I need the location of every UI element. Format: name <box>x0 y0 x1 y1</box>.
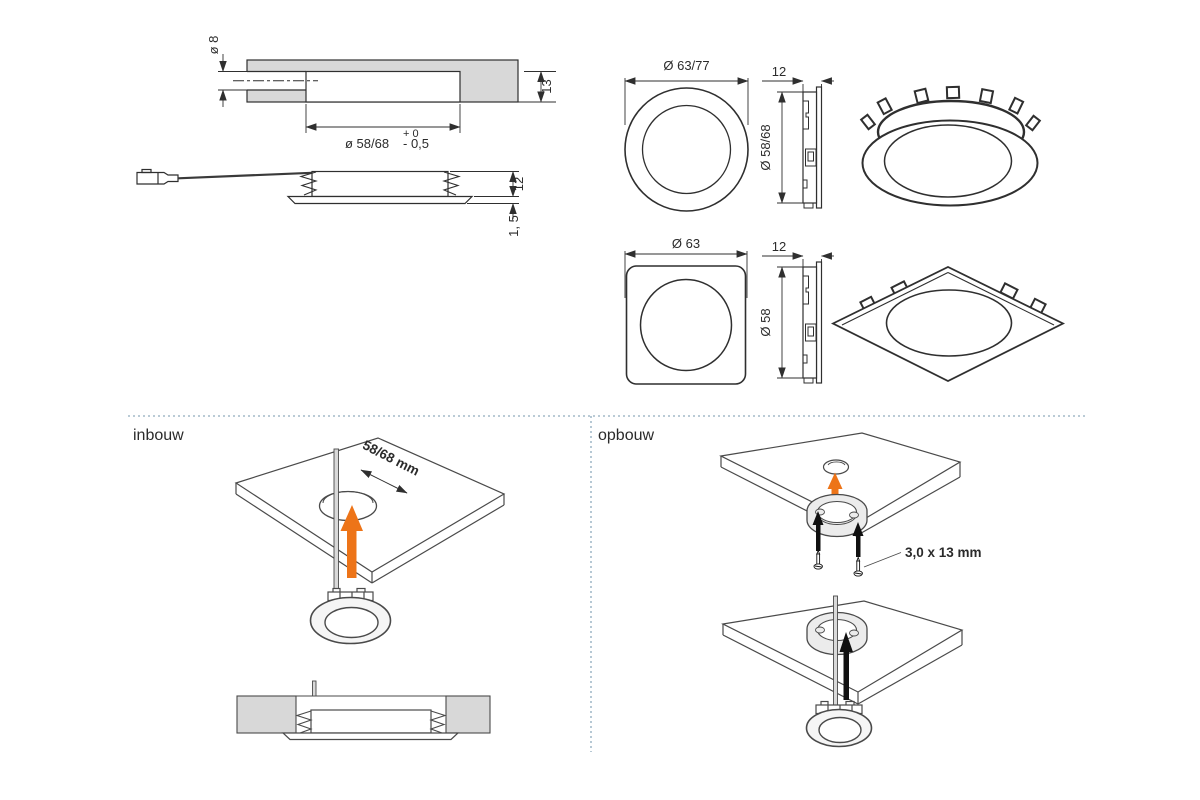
plug-latch <box>141 168 152 174</box>
spring-clip-right <box>442 171 461 196</box>
round-side-foot <box>803 202 814 209</box>
round-lens-inner <box>641 104 732 195</box>
dim-cutout <box>360 469 408 494</box>
dim-label-thickness: 13 <box>539 79 554 93</box>
dim-thickness <box>518 70 556 103</box>
dim-label-square-front: Ø 63 <box>672 236 700 251</box>
round-3d-mount-tabs <box>859 85 1042 132</box>
installed-clip-left <box>295 710 313 734</box>
dim-label-screws: 3,0 x 13 mm <box>905 545 982 560</box>
light-body-profile <box>311 170 449 198</box>
dim-label-round-depth: 12 <box>772 64 786 79</box>
installed-clip-right <box>429 710 447 734</box>
round-trim-outer <box>624 87 749 212</box>
opbouw-light-3d <box>805 700 873 748</box>
insert-direction-arrow-orange <box>340 505 363 578</box>
dim-round-body-dia <box>777 91 803 204</box>
opbouw-panel-upper <box>719 432 962 537</box>
round-front-view: Ø 63/77 <box>624 58 749 212</box>
screw-left-icon <box>813 549 823 570</box>
inbouw-panel-isometric <box>234 437 506 584</box>
snap-direction-arrow-black <box>839 632 853 700</box>
opbouw-section: opbouw <box>598 427 982 748</box>
section-dividers <box>128 415 1086 752</box>
round-side-clip-notch <box>803 100 809 130</box>
round-side-body <box>802 91 818 204</box>
square-side-connector <box>805 323 817 342</box>
dim-label-square-depth: 12 <box>772 239 786 254</box>
square-side-foot <box>803 377 814 384</box>
dim-flange-thickness <box>467 202 519 219</box>
inbouw-light-3d <box>309 587 392 645</box>
square-lens-inner <box>639 278 733 372</box>
opbouw-mounting-ring <box>806 493 868 538</box>
spring-clip-left <box>299 171 318 196</box>
light-side-profile-drawing: 12 1, 5 <box>136 168 526 237</box>
cable <box>177 171 313 180</box>
round-side-flange <box>815 86 823 209</box>
square-3d-view <box>830 265 1066 383</box>
dim-square-depth <box>762 252 834 268</box>
inbouw-section-label: inbouw <box>133 427 184 444</box>
dim-label-square-body-dia: Ø 58 <box>758 308 773 336</box>
dim-square-front <box>624 250 748 298</box>
square-front-view: Ø 63 <box>624 236 748 385</box>
inbouw-section: inbouw 58/68 mm <box>133 427 506 741</box>
dim-label-cable-hole: ø 8 <box>206 36 221 55</box>
dim-label-round-front: Ø 63/77 <box>663 58 709 73</box>
square-side-flange <box>815 261 823 384</box>
round-3d-view <box>859 85 1042 207</box>
round-side-connector <box>805 148 817 167</box>
dim-label-profile-height: 12 <box>511 177 526 191</box>
square-side-body <box>802 266 818 379</box>
dim-label-bore: ø 58/68 <box>345 136 389 151</box>
mount-direction-arrow-orange <box>827 472 843 506</box>
installed-trim-flange <box>281 732 460 741</box>
screw-direction-arrow-left <box>812 511 824 551</box>
opbouw-section-label: opbouw <box>598 427 654 444</box>
recess-bore <box>305 70 461 103</box>
dim-round-depth <box>762 77 834 93</box>
light-lens-ellipse <box>818 716 862 744</box>
installed-light-body <box>310 709 432 734</box>
light-lens-ellipse <box>324 606 379 639</box>
dim-round-front <box>624 77 749 125</box>
dim-square-body-dia <box>777 266 803 379</box>
dim-label-bore-tol-plus: + 0 <box>403 128 419 140</box>
installed-cable-stub <box>312 680 317 697</box>
dim-profile-height <box>450 170 519 198</box>
dim-label-bore-tol-minus: - 0,5 <box>403 136 429 151</box>
dim-label-flange-thickness: 1, 5 <box>506 215 521 237</box>
trim-flange <box>286 195 474 205</box>
screw-direction-arrow-right <box>852 522 864 557</box>
dim-cable-hole <box>218 54 247 107</box>
round-3d-lens <box>883 124 1013 198</box>
round-side-view: 12 Ø 58/68 <box>758 64 834 209</box>
square-3d-lens <box>885 289 1013 357</box>
screw-right-icon <box>853 556 863 577</box>
inbouw-cable <box>333 448 339 594</box>
ring-screw-hole-right <box>849 511 859 519</box>
square-side-clip-notch <box>803 275 809 305</box>
square-side-view: 12 Ø 58 <box>758 239 834 384</box>
opbouw-screws <box>812 511 864 577</box>
panel-cross-section-drawing: ø 8 13 ø 58/68 + 0 - 0,5 <box>206 36 556 151</box>
dim-label-round-body-dia: Ø 58/68 <box>758 124 773 170</box>
dim-bore <box>305 104 461 133</box>
screw-leader-line <box>863 552 902 568</box>
opbouw-cable <box>833 595 838 711</box>
inbouw-installed-section <box>236 680 491 741</box>
square-trim-outer <box>625 265 747 385</box>
